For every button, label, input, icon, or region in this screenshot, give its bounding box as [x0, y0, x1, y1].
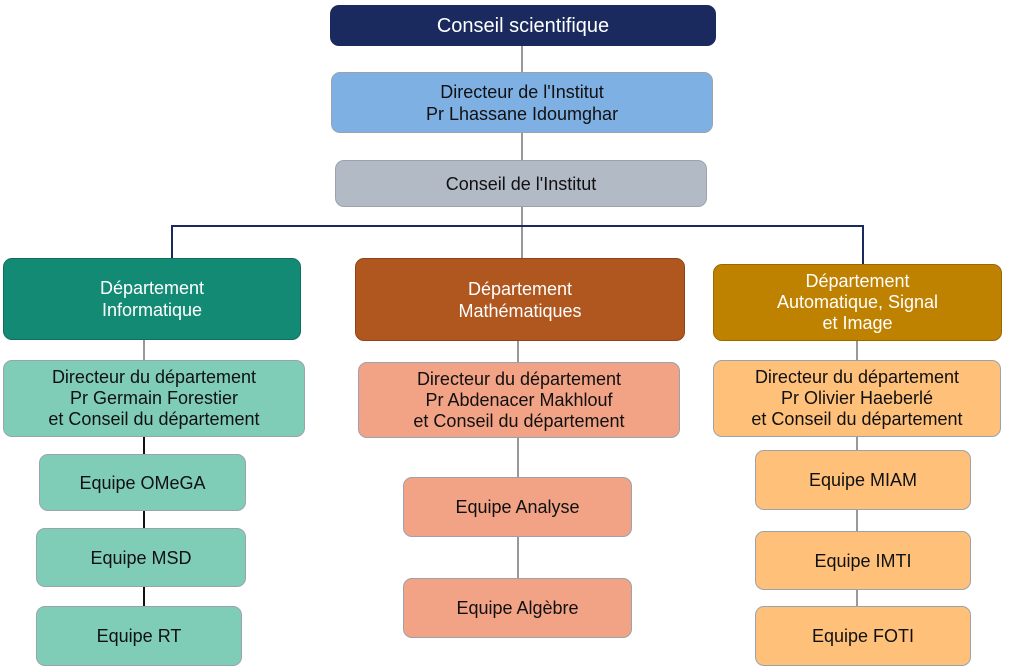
team-algebre: Equipe Algèbre	[403, 578, 632, 638]
team-algebre-label: Equipe Algèbre	[456, 598, 579, 618]
conseil-institut-label: Conseil de l'Institut	[445, 173, 597, 194]
team-analyse-label: Equipe Analyse	[455, 497, 580, 517]
dept-informatique-title-1: Département	[99, 278, 205, 298]
dept-informatique-dir-3: et Conseil du département	[48, 409, 260, 429]
team-rt: Equipe RT	[36, 606, 242, 666]
dept-informatique-director: Directeur du département Pr Germain Fore…	[3, 360, 305, 437]
dept-asi-dir-3: et Conseil du département	[751, 409, 963, 429]
dept-informatique-title-2: Informatique	[101, 300, 203, 320]
dept-asi-title-3: et Image	[822, 313, 893, 333]
directeur-institut-box: Directeur de l'Institut Pr Lhassane Idou…	[331, 72, 713, 133]
dept-asi-director: Directeur du département Pr Olivier Haeb…	[713, 360, 1001, 437]
team-analyse: Equipe Analyse	[403, 477, 632, 537]
team-msd-label: Equipe MSD	[90, 547, 192, 568]
team-foti: Equipe FOTI	[755, 606, 971, 666]
dept-asi-header: Département Automatique, Signal et Image	[713, 264, 1002, 341]
dept-asi-dir-2: Pr Olivier Haeberlé	[780, 388, 934, 408]
team-miam-label: Equipe MIAM	[808, 470, 918, 490]
team-omega: Equipe OMeGA	[39, 454, 246, 511]
dept-informatique-dir-1: Directeur du département	[51, 367, 257, 387]
team-imti: Equipe IMTI	[755, 531, 971, 590]
connector-horizontal	[171, 225, 864, 264]
dept-informatique-dir-2: Pr Germain Forestier	[69, 388, 239, 408]
dept-mathematiques-dir-3: et Conseil du département	[413, 410, 625, 431]
team-omega-label: Equipe OMeGA	[79, 472, 206, 493]
conseil-scientifique-label: Conseil scientifique	[436, 14, 610, 37]
dept-mathematiques-title-2: Mathématiques	[458, 300, 582, 321]
team-msd: Equipe MSD	[36, 528, 246, 587]
directeur-institut-name: Pr Lhassane Idoumghar	[425, 103, 619, 124]
dept-mathematiques-director: Directeur du département Pr Abdenacer Ma…	[358, 362, 680, 438]
dept-asi-dir-1: Directeur du département	[754, 367, 960, 387]
dept-mathematiques-header: Département Mathématiques	[355, 258, 685, 341]
directeur-institut-title: Directeur de l'Institut	[440, 81, 604, 102]
team-imti-label: Equipe IMTI	[814, 550, 912, 571]
dept-mathematiques-title-1: Département	[467, 278, 573, 299]
dept-informatique-header: Département Informatique	[3, 258, 301, 340]
dept-mathematiques-dir-1: Directeur du département	[416, 368, 622, 389]
conseil-institut-box: Conseil de l'Institut	[335, 160, 707, 207]
team-miam: Equipe MIAM	[755, 450, 971, 510]
dept-asi-title-2: Automatique, Signal	[776, 292, 939, 312]
dept-asi-title-1: Département	[805, 271, 910, 291]
dept-mathematiques-dir-2: Pr Abdenacer Makhlouf	[425, 389, 613, 410]
team-rt-label: Equipe RT	[96, 626, 182, 646]
team-foti-label: Equipe FOTI	[811, 626, 915, 646]
conseil-scientifique-box: Conseil scientifique	[330, 5, 716, 46]
